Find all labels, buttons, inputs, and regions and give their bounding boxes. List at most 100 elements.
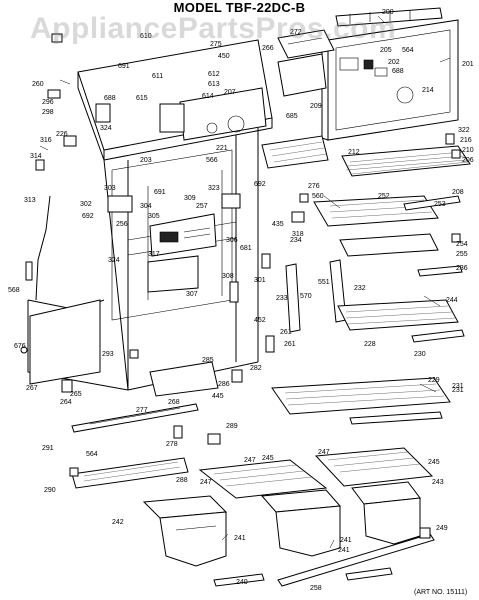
part-label: 228	[364, 341, 376, 348]
freezer-door-panel	[321, 7, 459, 141]
part-label: 245	[428, 459, 440, 466]
part-label: 564	[86, 451, 98, 458]
part-label: 304	[140, 203, 152, 210]
part-label: 276	[308, 183, 320, 190]
part-label: 691	[118, 63, 130, 70]
part-label: 242	[112, 519, 124, 526]
part-label: 307	[186, 291, 198, 298]
part-label: 551	[318, 279, 330, 286]
part-label: 692	[254, 181, 266, 188]
part-label: 207	[224, 89, 236, 96]
part-label: 676	[14, 343, 26, 350]
part-label: 261	[280, 329, 292, 336]
part-label: 261	[284, 341, 296, 348]
crisper-cover-right	[314, 447, 434, 487]
part-label: 293	[102, 351, 114, 358]
part-label: 324	[108, 257, 120, 264]
part-label: 216	[460, 137, 472, 144]
part-label: 221	[216, 145, 228, 152]
part-label: 691	[154, 189, 166, 196]
part-label: 560	[312, 193, 324, 200]
part-label: 266	[262, 45, 274, 52]
part-label: 688	[392, 68, 404, 75]
part-label: 230	[414, 351, 426, 358]
part-label: 244	[446, 297, 458, 304]
part-label: 241	[338, 547, 350, 554]
part-label: 324	[100, 125, 112, 132]
part-label: 445	[212, 393, 224, 400]
part-label: 323	[208, 185, 220, 192]
part-label: 231	[452, 387, 464, 394]
part-label: 258	[310, 585, 322, 592]
part-label: 202	[388, 59, 400, 66]
part-label: 316	[40, 137, 52, 144]
part-label: 612	[208, 71, 220, 78]
part-label: 249	[436, 525, 448, 532]
part-label: 286	[218, 381, 230, 388]
part-label: 267	[26, 385, 38, 392]
crisper-pan-right	[351, 481, 421, 545]
part-label: 252	[378, 193, 390, 200]
part-label: 254	[456, 241, 468, 248]
part-label: 240	[236, 579, 248, 586]
part-label: 203	[140, 157, 152, 164]
part-label: 688	[104, 95, 116, 102]
part-label: 247	[200, 479, 212, 486]
part-label: 275	[210, 41, 222, 48]
part-label: 308	[222, 273, 234, 280]
part-label: 229	[428, 377, 440, 384]
part-label: 317	[148, 251, 160, 258]
part-label: 610	[140, 33, 152, 40]
small-parts	[20, 33, 461, 539]
bottom-rail-258	[213, 533, 435, 587]
upper-wire-shelf	[341, 145, 471, 177]
part-label: 303	[104, 185, 116, 192]
part-label: 613	[208, 81, 220, 88]
part-label: 288	[176, 477, 188, 484]
evaporator-assembly	[159, 87, 329, 169]
part-label: 257	[196, 203, 208, 210]
part-label: 268	[168, 399, 180, 406]
control-housing	[147, 213, 217, 293]
part-label: 200	[382, 9, 394, 16]
part-label: 241	[234, 535, 246, 542]
part-label: 296	[42, 99, 54, 106]
part-label: 568	[8, 287, 20, 294]
ice-bin	[277, 29, 335, 97]
part-label: 214	[422, 87, 434, 94]
part-label: 314	[30, 153, 42, 160]
part-label: 570	[300, 293, 312, 300]
part-label: 614	[202, 93, 214, 100]
crisper-pan-middle	[260, 489, 342, 557]
wire-shelf-228	[337, 299, 465, 343]
art-number: (ART NO. 15111)	[414, 589, 468, 596]
part-label: 681	[240, 245, 252, 252]
part-label: 566	[206, 157, 218, 164]
part-label: 301	[254, 277, 266, 284]
part-label: 226	[56, 131, 68, 138]
part-label: 692	[82, 213, 94, 220]
part-label: 212	[348, 149, 360, 156]
part-label: 435	[272, 221, 284, 228]
part-label: 302	[80, 201, 92, 208]
part-label: 305	[148, 213, 160, 220]
part-label: 265	[70, 391, 82, 398]
part-label: 234	[290, 237, 302, 244]
part-label: 201	[462, 61, 474, 68]
part-label: 289	[226, 423, 238, 430]
part-label: 247	[318, 449, 330, 456]
part-label: 231	[452, 383, 464, 390]
part-label: 247	[244, 457, 256, 464]
part-label: 243	[432, 479, 444, 486]
part-label: 253	[434, 201, 446, 208]
part-label: 306	[226, 237, 238, 244]
part-label: 233	[276, 295, 288, 302]
part-label: 241	[340, 537, 352, 544]
crisper-cover-left	[198, 459, 328, 499]
part-label: 205	[380, 47, 392, 54]
part-label: 298	[42, 109, 54, 116]
part-label: 282	[250, 365, 262, 372]
part-label: 208	[452, 189, 464, 196]
